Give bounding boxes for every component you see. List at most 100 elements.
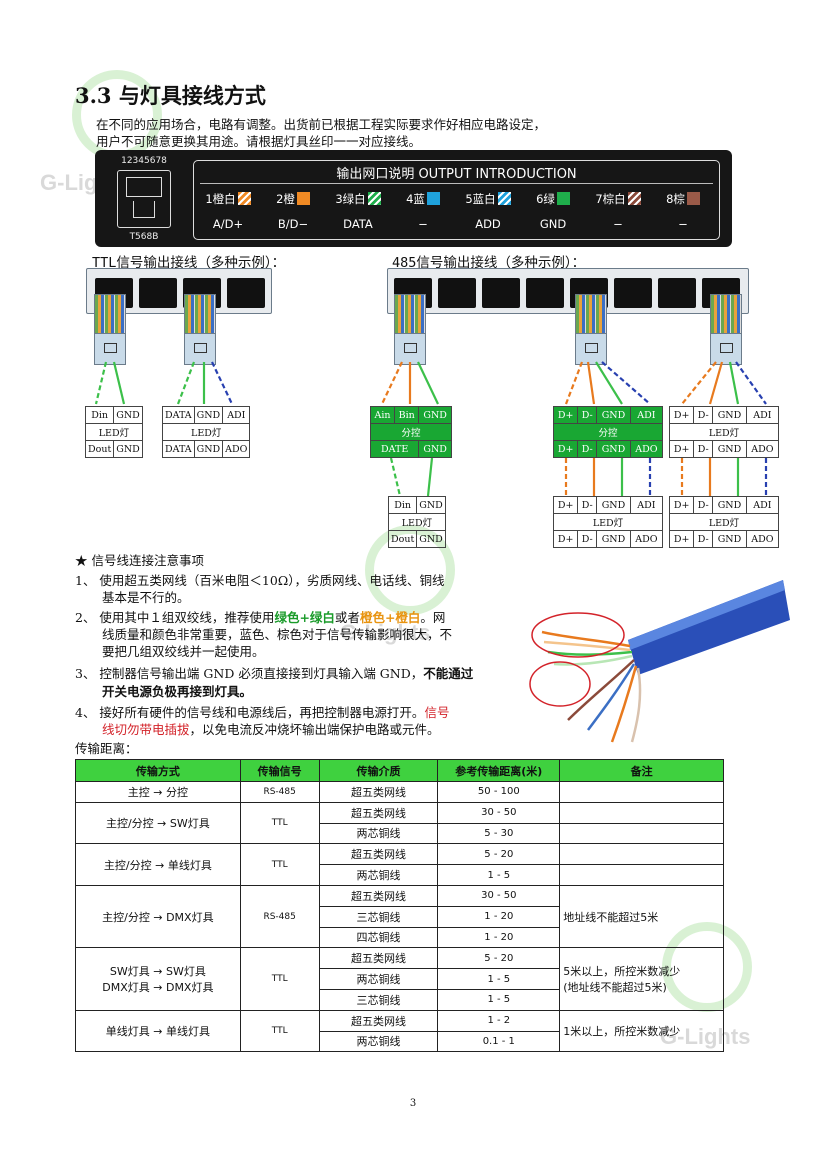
wire-color-swatch-icon xyxy=(497,192,511,205)
block-name: LED灯 xyxy=(669,423,779,441)
note-2-cont: 要把几组双绞线并一起使用。 xyxy=(102,644,265,659)
pin-function: − xyxy=(678,217,688,231)
rj45-socket-icon xyxy=(117,170,171,228)
table-cell-mode: 主控 → 分控 xyxy=(75,781,241,803)
terminal-label: GND xyxy=(596,406,631,424)
rj45-pin-numbers: 12345678 xyxy=(121,156,167,166)
note-2-cont: 线质量和颜色非常重要，蓝色、棕色对于信号传输影响很大，不 xyxy=(102,627,453,642)
note-bold: 开关电源负极再接到灯具。 xyxy=(102,685,253,699)
terminal-label: ADO xyxy=(629,530,664,548)
intro-line-1: 在不同的应用场合，电路有调整。出货前已根据工程实际要求作好相应电路设定， xyxy=(96,117,547,132)
note-2: 2、 使用其中１组双绞线，推荐使用绿色+绿白或者橙色+橙白。网 xyxy=(75,609,445,626)
table-cell-distance: 1 - 20 xyxy=(437,926,561,949)
port xyxy=(526,278,564,308)
note-warning: 信号 xyxy=(424,705,450,720)
pin-function: B/D− xyxy=(277,217,309,231)
pin-label: 3绿白 xyxy=(326,191,390,207)
pin-label: 2橙 xyxy=(261,191,325,207)
note-3: 3、 控制器信号输出端 GND 必须直接接到灯具输入端 GND，不能通过 xyxy=(75,665,473,683)
terminal-label: GND xyxy=(113,440,143,458)
notes-heading: ★ 信号线连接注意事项 xyxy=(75,553,204,568)
table-cell-distance: 50 - 100 xyxy=(437,781,561,803)
note-warning: 线切勿带电插拔 xyxy=(102,722,190,737)
wire-color-swatch-icon xyxy=(296,192,310,205)
pin-name: 5蓝白 xyxy=(465,192,496,206)
pin-name: 4蓝 xyxy=(406,192,425,206)
terminal-label: D+ xyxy=(668,440,695,458)
terminal-label: DATA xyxy=(162,406,195,424)
note-text: 或者 xyxy=(334,610,360,625)
pin-function: DATA xyxy=(343,217,373,231)
table-cell-medium: 两芯铜线 xyxy=(318,822,439,845)
rj45-diagram: 12345678 T568B xyxy=(109,156,179,242)
note-highlight-green: 绿色+绿白 xyxy=(274,610,335,625)
terminal-label: Din xyxy=(84,406,115,424)
ttl-heading: TTL信号输出接线（多种示例）： xyxy=(92,255,286,271)
wire-color-swatch-icon xyxy=(237,192,251,205)
pin-label: 7棕白 xyxy=(586,191,650,207)
table-cell-distance: 1 - 5 xyxy=(437,988,561,1011)
terminal-label: D- xyxy=(577,496,598,514)
column-header: 参考传输距离(米) xyxy=(437,759,561,782)
table-cell-remark: 地址线不能超过5米 xyxy=(559,884,724,949)
terminal-label: D+ xyxy=(552,440,579,458)
rj45-plug-icon xyxy=(710,294,742,365)
terminal-label: GND xyxy=(596,440,631,458)
table-cell-medium: 三芯铜线 xyxy=(318,905,439,928)
table-cell-distance: 1 - 5 xyxy=(437,968,561,990)
rs485-heading: 485信号输出接线（多种示例）： xyxy=(392,255,586,271)
terminal-label: D- xyxy=(693,530,714,548)
terminal-label: D- xyxy=(693,496,714,514)
table-cell-distance: 30 - 50 xyxy=(437,801,561,824)
note-1-cont: 基本是不行的。 xyxy=(102,590,190,605)
table-cell-signal: TTL xyxy=(239,843,320,886)
table-cell-remark xyxy=(559,822,724,845)
pin-name: 8棕 xyxy=(666,192,685,206)
wire-color-swatch-icon xyxy=(367,192,381,205)
terminal-label: D- xyxy=(693,406,714,424)
pin-name: 2橙 xyxy=(276,192,295,206)
pin-function: − xyxy=(613,217,623,231)
table-cell-medium: 超五类网线 xyxy=(318,801,439,824)
note-bold: 不能通过 xyxy=(423,667,474,681)
rs485-output-ports xyxy=(387,268,749,314)
terminal-label: GND xyxy=(418,440,452,458)
pin-name: 1橙白 xyxy=(205,192,236,206)
note-text: 。网 xyxy=(420,610,446,625)
pin-introduction-heading: 输出网口说明 OUTPUT INTRODUCTION xyxy=(336,167,577,182)
table-cell-medium: 两芯铜线 xyxy=(318,864,439,886)
pin-introduction-box: 输出网口说明 OUTPUT INTRODUCTION 1橙白 2橙 3绿白 4蓝 5蓝白… xyxy=(193,160,720,240)
note-1: 1、 使用超五类网线（百米电阻＜10Ω），劣质网线、电话线、铜线 xyxy=(75,573,445,588)
rj45-plug-icon xyxy=(575,294,607,365)
terminal-label: ADI xyxy=(745,496,780,514)
terminal-label: Dout xyxy=(387,530,418,548)
page-number: 3 xyxy=(409,1098,417,1109)
terminal-label: Ain xyxy=(369,406,396,424)
table-cell-distance: 1 - 20 xyxy=(437,905,561,928)
table-cell-distance: 1 - 2 xyxy=(437,1009,561,1032)
table-cell-medium: 超五类网线 xyxy=(318,947,439,970)
port xyxy=(227,278,265,308)
terminal-label: D+ xyxy=(668,406,695,424)
table-cell-remark xyxy=(559,801,724,824)
table-header-row: 传输方式 传输信号 传输介质 参考传输距离(米) 备注 xyxy=(75,759,724,782)
note-3-cont: 开关电源负极再接到灯具。 xyxy=(102,683,252,701)
distance-label: 传输距离： xyxy=(75,741,138,756)
table-cell-distance: 1 - 5 xyxy=(437,864,561,886)
block-name: LED灯 xyxy=(669,513,779,531)
block-name: LED灯 xyxy=(161,423,251,441)
output-pin-panel: 12345678 T568B 输出网口说明 OUTPUT INTRODUCTIO… xyxy=(95,150,732,247)
terminal-label: Dout xyxy=(84,440,115,458)
table-cell-signal: TTL xyxy=(239,801,320,845)
